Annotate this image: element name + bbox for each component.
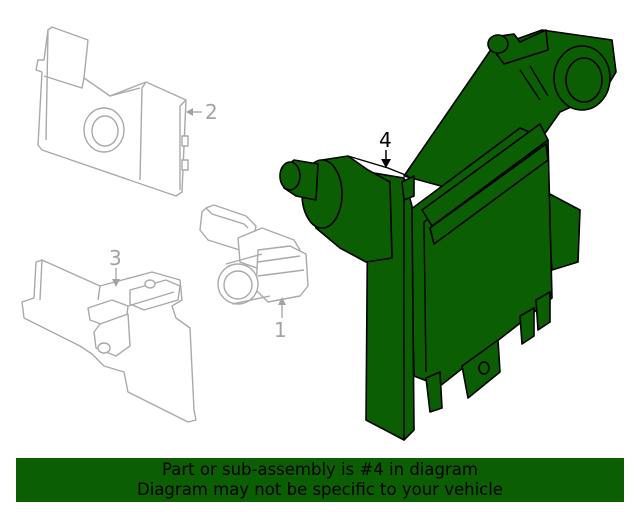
banner-line-2: Diagram may not be specific to your vehi… — [137, 480, 503, 499]
leader-1 — [278, 297, 286, 318]
part-2-bracket — [35, 26, 189, 197]
part-1-sensor — [199, 204, 309, 305]
leader-2 — [186, 108, 202, 116]
callout-2: 2 — [205, 100, 218, 124]
part-3-bracket — [21, 259, 197, 423]
banner-line-1: Part or sub-assembly is #4 in diagram — [162, 460, 478, 479]
parts-diagram: 2 1 3 4 — [21, 26, 617, 441]
callout-1: 1 — [274, 318, 287, 342]
leader-4 — [381, 150, 391, 168]
callout-3: 3 — [109, 246, 122, 270]
callout-4: 4 — [379, 128, 392, 152]
info-banner: Part or sub-assembly is #4 in diagram Di… — [16, 458, 624, 502]
leader-3 — [112, 268, 120, 287]
part-4-control-module — [279, 29, 617, 441]
